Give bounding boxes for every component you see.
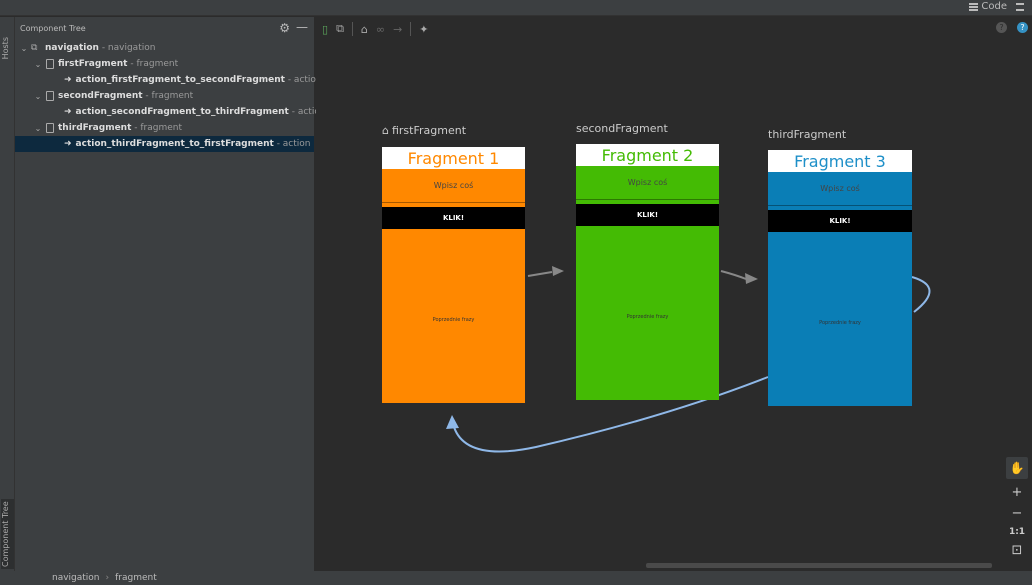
fragment-preview-second[interactable]: Fragment 2 Wpisz coś KLIK! Poprzednie fr… [576, 144, 719, 400]
horizontal-scrollbar[interactable] [646, 563, 992, 568]
tree-header: Component Tree ⚙ — [15, 17, 314, 40]
minimize-icon[interactable]: — [296, 20, 308, 34]
home-icon: ⌂ [382, 124, 389, 137]
tree-row-navigation[interactable]: ⌄ ⧉ navigation - navigation [15, 40, 314, 56]
add-action-icon[interactable]: → [393, 22, 403, 36]
fragment-icon [46, 91, 54, 101]
left-tool-strip: Hosts Component Tree [0, 17, 15, 571]
arrowhead-first-to-second [552, 266, 564, 276]
gear-icon[interactable]: ⚙ [279, 21, 290, 35]
arrowhead-third-to-first [446, 415, 459, 429]
arrow-second-to-third [720, 270, 747, 280]
tree-node-name: firstFragment [58, 59, 128, 69]
tree-node-type: - fragment [145, 91, 194, 101]
action-arrow-icon: ➜ [64, 107, 72, 117]
click-button: KLIK! [382, 207, 525, 229]
click-button: KLIK! [768, 210, 912, 232]
component-tree-tab[interactable]: Component Tree [1, 499, 14, 569]
zoom-in-button[interactable]: + [1011, 485, 1023, 500]
new-destination-icon[interactable]: ▯ [322, 22, 329, 36]
previous-phrases-label: Poprzednie frazy [432, 317, 475, 323]
top-bar: Code [0, 0, 1032, 16]
tree-node-type: - action [291, 107, 326, 117]
tree-header-title: Component Tree [20, 24, 86, 33]
tree-node-type: - action [287, 75, 322, 85]
fragment-icon [46, 59, 54, 69]
navigation-graph-icon: ⧉ [31, 43, 38, 53]
arrow-third-loop [911, 276, 931, 313]
hosts-tab[interactable]: Hosts [1, 37, 10, 60]
pan-hand-icon[interactable]: ✋ [1006, 457, 1028, 479]
fragment-label-third[interactable]: thirdFragment [768, 128, 846, 141]
auto-arrange-icon[interactable]: ✦ [419, 22, 429, 36]
arrowhead-second-to-third [745, 273, 758, 284]
tree-row-firstFragment[interactable]: ⌄ firstFragment - fragment [15, 56, 314, 72]
previous-phrases-label: Poprzednie frazy [626, 314, 669, 320]
chevron-down-icon[interactable]: ⌄ [34, 123, 42, 133]
previous-phrases-label: Poprzednie frazy [819, 320, 861, 326]
fragment-preview-third[interactable]: Fragment 3 Wpisz coś KLIK! Poprzednie fr… [768, 150, 912, 406]
zoom-to-fit-icon[interactable]: ⊡ [1011, 543, 1023, 558]
tree-node-name: thirdFragment [58, 123, 132, 133]
help-icon[interactable]: ? [996, 22, 1007, 33]
fragment-label-first[interactable]: ⌂firstFragment [382, 124, 466, 137]
breadcrumb: navigation › fragment [0, 571, 1032, 585]
text-input-hint: Wpisz coś [576, 166, 719, 200]
click-button: KLIK! [576, 204, 719, 226]
chevron-down-icon[interactable]: ⌄ [34, 59, 42, 69]
tree-node-name: action_thirdFragment_to_firstFragment [75, 139, 274, 149]
tree-row-action-third-to-first[interactable]: ➜ action_thirdFragment_to_firstFragment … [15, 136, 314, 152]
fragment-title: Fragment 2 [576, 144, 719, 166]
tree-node-name: secondFragment [58, 91, 143, 101]
action-arrow-icon: ➜ [64, 139, 72, 149]
fragment-label-text: secondFragment [576, 122, 668, 135]
fragment-title: Fragment 1 [382, 147, 525, 169]
chevron-down-icon[interactable]: ⌄ [20, 43, 28, 53]
tree-node-name: action_firstFragment_to_secondFragment [75, 75, 285, 85]
info-icon[interactable]: ? [1017, 22, 1028, 33]
tree-row-action-first-to-second[interactable]: ➜ action_firstFragment_to_secondFragment… [15, 72, 322, 88]
tree-node-type: - action [276, 139, 311, 149]
zoom-controls: ✋ + − 1:1 ⊡ [1006, 457, 1028, 558]
navigation-design-canvas[interactable]: ▯ ⧉ ⌂ ∞ → ✦ ? ? ⌂firstFragment Fragment … [316, 17, 1032, 571]
zoom-out-button[interactable]: − [1011, 506, 1023, 521]
tree-node-name: action_secondFragment_to_thirdFragment [75, 107, 289, 117]
fragment-label-second[interactable]: secondFragment [576, 122, 668, 135]
link-icon[interactable]: ∞ [375, 22, 386, 36]
action-arrow-icon: ➜ [64, 75, 72, 85]
tree-row-thirdFragment[interactable]: ⌄ thirdFragment - fragment [15, 120, 314, 136]
breadcrumb-fragment[interactable]: fragment [115, 573, 157, 583]
tree-node-type: - fragment [134, 123, 183, 133]
zoom-actual-size-button[interactable]: 1:1 [1008, 527, 1026, 537]
nested-graph-icon[interactable]: ⧉ [336, 22, 344, 35]
fragment-label-text: firstFragment [391, 124, 467, 137]
help-icons: ? ? [996, 22, 1028, 33]
tree-row-secondFragment[interactable]: ⌄ secondFragment - fragment [15, 88, 314, 104]
code-view-button[interactable]: Code [969, 1, 1024, 12]
component-tree-panel: Component Tree ⚙ — ⌄ ⧉ navigation - navi… [15, 17, 326, 571]
fragment-icon [46, 123, 54, 133]
home-icon[interactable]: ⌂ [360, 22, 368, 36]
split-view-icon[interactable] [1016, 2, 1024, 11]
tree-node-name: navigation [45, 43, 99, 53]
chevron-down-icon[interactable]: ⌄ [34, 91, 42, 101]
text-input-hint: Wpisz coś [768, 172, 912, 206]
fragment-label-text: thirdFragment [768, 128, 847, 141]
fragment-preview-first[interactable]: Fragment 1 Wpisz coś KLIK! Poprzednie fr… [382, 147, 525, 403]
fragment-title: Fragment 3 [768, 150, 912, 172]
breadcrumb-navigation[interactable]: navigation [52, 573, 100, 583]
arrow-first-to-second [527, 271, 553, 277]
tree-node-type: - fragment [130, 59, 179, 69]
tree-row-action-second-to-third[interactable]: ➜ action_secondFragment_to_thirdFragment… [15, 104, 326, 120]
breadcrumb-separator-icon: › [105, 573, 110, 583]
tree-node-type: - navigation [101, 43, 156, 53]
text-input-hint: Wpisz coś [382, 169, 525, 203]
canvas-toolbar: ▯ ⧉ ⌂ ∞ → ✦ ? ? [316, 17, 1032, 41]
code-label: Code [981, 1, 1007, 12]
code-lines-icon [969, 2, 979, 11]
